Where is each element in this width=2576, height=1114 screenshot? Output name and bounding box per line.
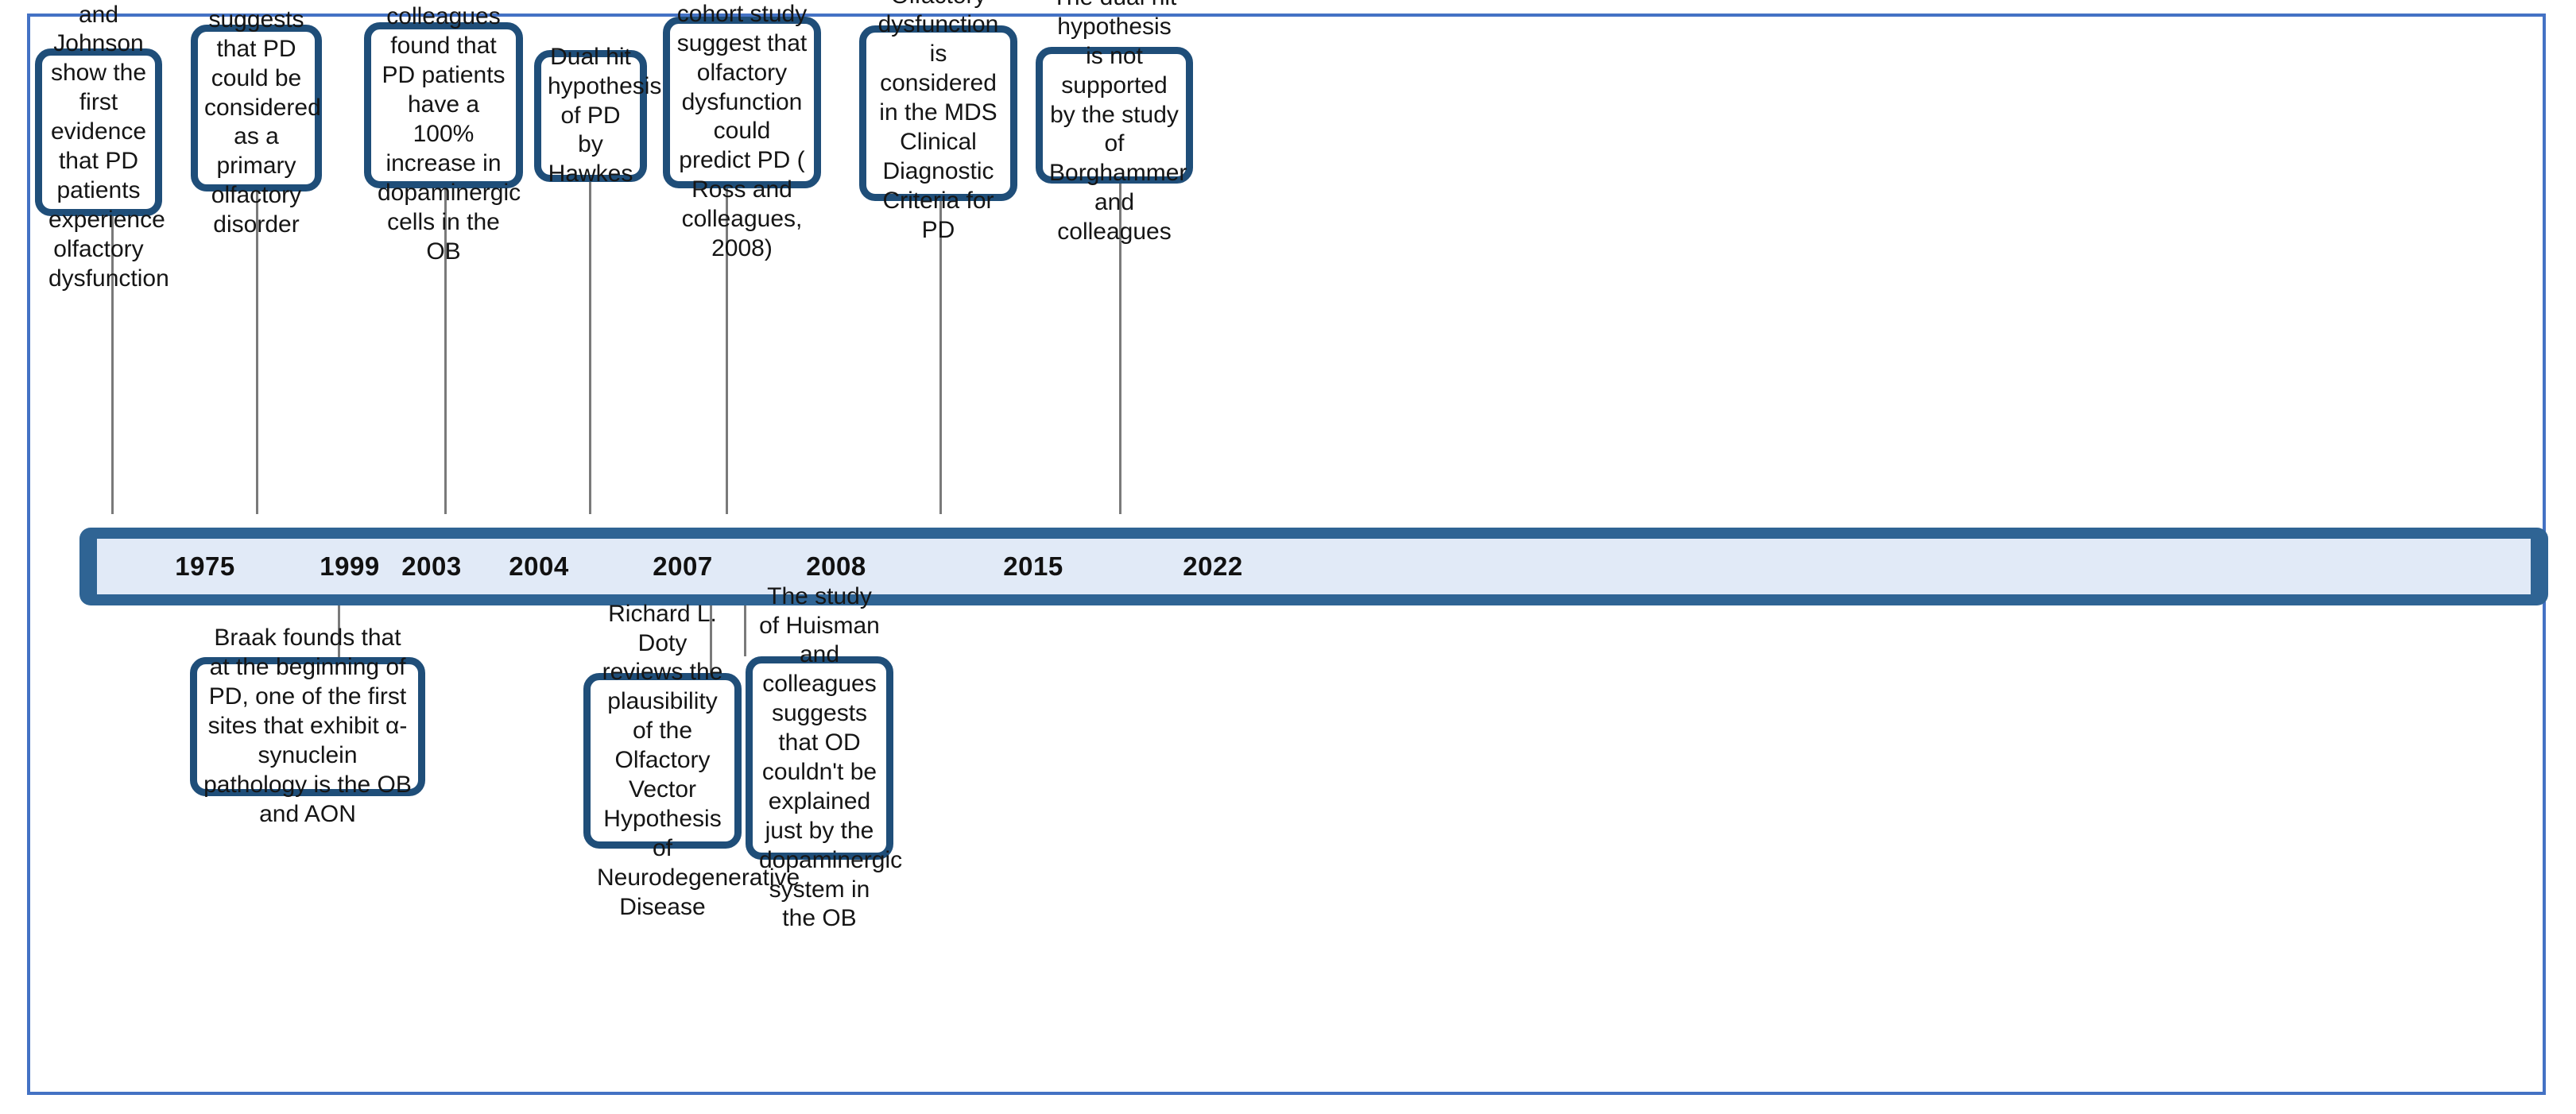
event-card-text: The study of Huisman and colleagues sugg… <box>759 582 903 932</box>
timeline-year-1975: 1975 <box>175 551 235 581</box>
connector-line-2022 <box>1119 183 1121 514</box>
connector-line-2004 <box>444 188 447 514</box>
event-card-text: Richard L. Doty reviews the plausibility… <box>597 600 800 920</box>
timeline-year-1999: 1999 <box>320 551 380 581</box>
event-card-text: Braak founds that at the beginning of PD… <box>203 625 412 827</box>
event-card-2022[interactable]: The dual hit hypothesis is not supported… <box>1036 0 1193 245</box>
connector-line-2015 <box>939 201 942 514</box>
event-card-text: A prospective cohort study suggest that … <box>676 0 808 262</box>
timeline-bar: 1975 1999 2003 2004 2007 2008 2015 2022 <box>79 528 2548 605</box>
connector-line-1975 <box>111 215 114 514</box>
timeline-track: 1975 1999 2003 2004 2007 2008 2015 2022 <box>97 539 2531 594</box>
event-card-2015[interactable]: Olfactory dysfunction is considered in t… <box>859 0 1017 243</box>
connector-line-1999 <box>256 191 258 514</box>
event-card-text: Ansari and Johnson show the first eviden… <box>48 1 169 292</box>
event-card-2003-bottom[interactable]: Braak founds that at the beginning of PD… <box>190 625 425 827</box>
timeline-year-2004: 2004 <box>509 551 569 581</box>
connector-line-2008-top <box>726 188 728 514</box>
diagram-frame: Ansari and Johnson show the first eviden… <box>27 0 2548 1095</box>
event-card-2008-bottom-doty[interactable]: Richard L. Doty reviews the plausibility… <box>583 601 800 920</box>
connector-line-2007 <box>589 182 591 514</box>
connector-line-2008-bottom-huisman <box>744 605 746 656</box>
event-card-text: Hawkes suggests that PD could be conside… <box>204 0 321 238</box>
timeline-year-2022: 2022 <box>1183 551 1243 581</box>
connector-line-2008-bottom-doty <box>710 605 712 673</box>
event-card-2008-bottom-huisman[interactable]: The study of Huisman and colleagues sugg… <box>746 583 902 931</box>
event-card-text: Olfactory dysfunction is considered in t… <box>877 0 999 243</box>
event-card-1999[interactable]: Hawkes suggests that PD could be conside… <box>191 0 322 238</box>
timeline-year-2003: 2003 <box>401 551 462 581</box>
timeline-year-2015: 2015 <box>1003 551 1063 581</box>
event-card-text: The dual hit hypothesis is not supported… <box>1049 0 1187 246</box>
event-card-1975[interactable]: Ansari and Johnson show the first eviden… <box>35 2 169 292</box>
event-card-text: Dual hit hypothesis of PD by Hawkes <box>548 43 662 188</box>
event-card-text: Huisman and colleagues found that PD pat… <box>378 0 521 265</box>
connector-line-2003-bottom <box>338 605 340 657</box>
event-card-2008-top[interactable]: A prospective cohort study suggest that … <box>663 1 821 261</box>
timeline-year-2008: 2008 <box>806 551 866 581</box>
event-card-2004[interactable]: Huisman and colleagues found that PD pat… <box>364 0 523 265</box>
timeline-year-2007: 2007 <box>653 551 713 581</box>
event-card-2007[interactable]: Dual hit hypothesis of PD by Hawkes <box>534 44 661 187</box>
